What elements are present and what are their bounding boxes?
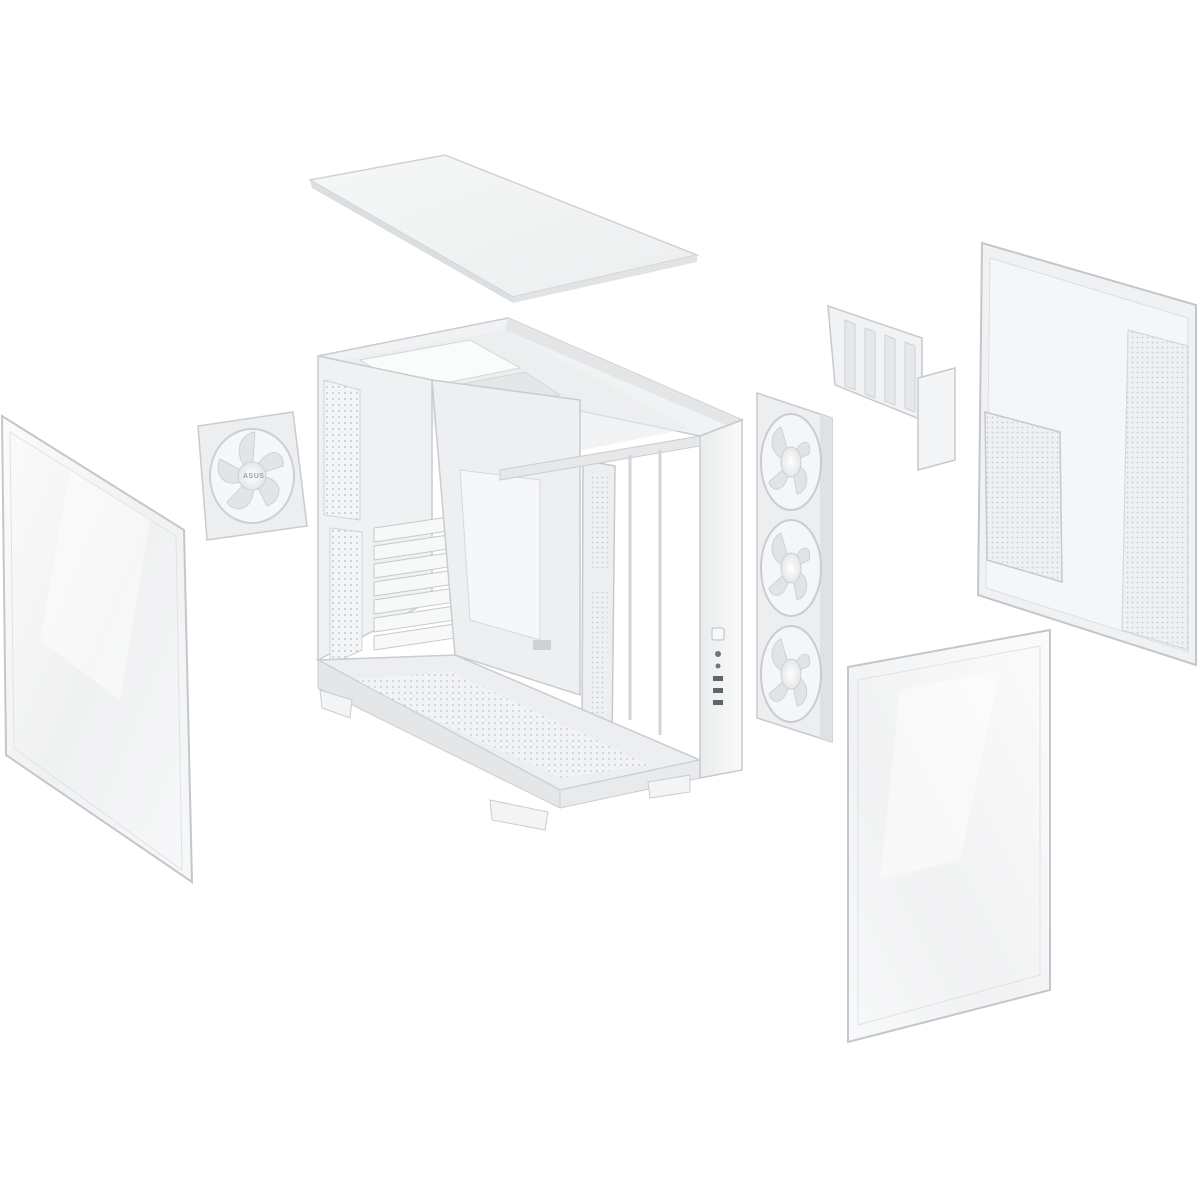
drive-cage-bracket	[827, 304, 956, 471]
rear-steel-side-panel	[976, 241, 1197, 667]
fan-brand-logo: ASUS	[243, 473, 264, 480]
side-fan-1	[760, 413, 822, 511]
top-panel	[307, 154, 700, 303]
front-glass-panel	[847, 628, 1051, 1044]
main-chassis	[315, 317, 744, 831]
side-fan-3	[760, 625, 822, 723]
left-glass-side-panel	[0, 414, 194, 884]
pcie-slot-covers	[373, 515, 456, 651]
front-io-panel	[711, 627, 725, 705]
rear-exhaust-fan: ASUS	[197, 411, 308, 541]
side-fan-2	[760, 519, 822, 617]
power-button-icon	[711, 627, 725, 641]
